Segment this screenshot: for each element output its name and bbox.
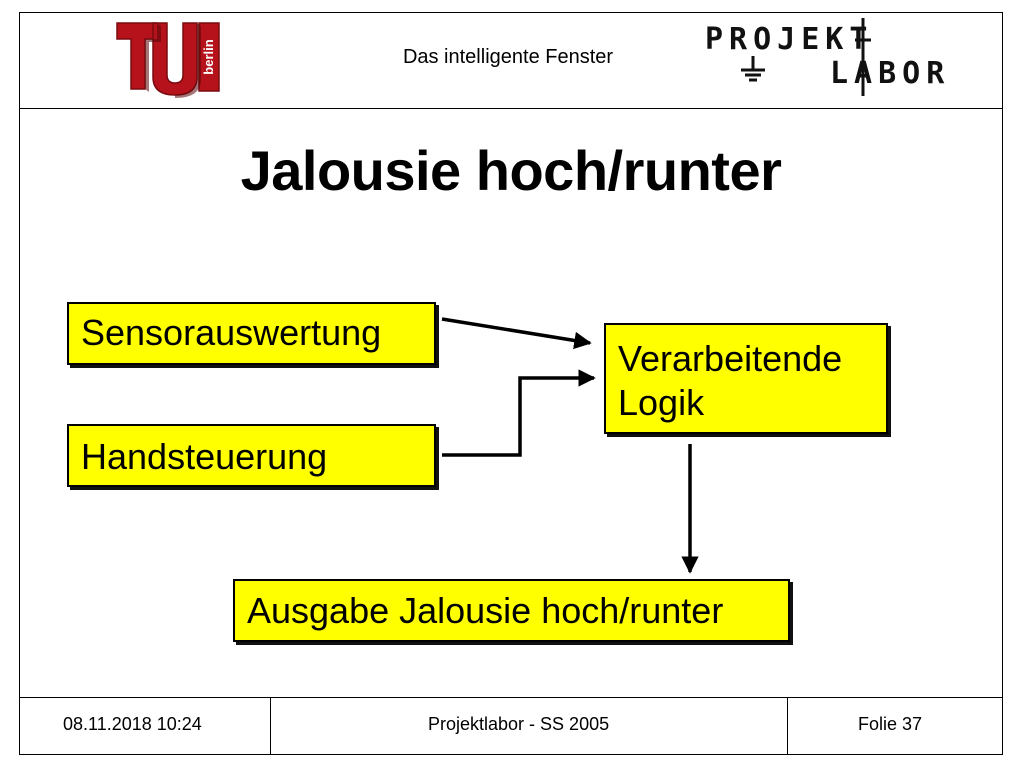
tu-berlin-logo-text: berlin [201, 39, 216, 74]
node-verarbeitende-logik: Verarbeitende Logik [604, 323, 888, 434]
tu-berlin-logo: berlin [116, 22, 220, 98]
header-divider [19, 108, 1003, 109]
node-ausgabe: Ausgabe Jalousie hoch/runter [233, 579, 790, 642]
slide-title: Jalousie hoch/runter [240, 139, 782, 202]
footer-slide-number: Folie 37 [858, 714, 923, 734]
projektlabor-logo-line1: PROJEKT [705, 22, 874, 57]
footer-divider [19, 697, 1003, 698]
node-sensorauswertung: Sensorauswertung [67, 302, 436, 365]
circuit-symbols-icon [741, 18, 871, 96]
projektlabor-logo-line2: LABOR [830, 56, 951, 91]
footer-course: Projektlabor - SS 2005 [428, 714, 610, 734]
node-logik-label-line2: Logik [618, 382, 705, 423]
node-logik-label-line1: Verarbeitende [618, 338, 843, 379]
node-handsteuerung: Handsteuerung [67, 424, 436, 487]
node-ausgabe-label: Ausgabe Jalousie hoch/runter [247, 590, 724, 631]
node-handsteuerung-label: Handsteuerung [81, 436, 328, 477]
header-title: Das intelligente Fenster [402, 46, 614, 68]
footer-separator-2 [787, 697, 788, 755]
slide-frame [19, 12, 1003, 755]
node-sensorauswertung-label: Sensorauswertung [81, 312, 382, 353]
footer-separator-1 [270, 697, 271, 755]
projektlabor-logo: PROJEKT LABOR [705, 18, 975, 98]
footer-date: 08.11.2018 10:24 [63, 714, 202, 734]
